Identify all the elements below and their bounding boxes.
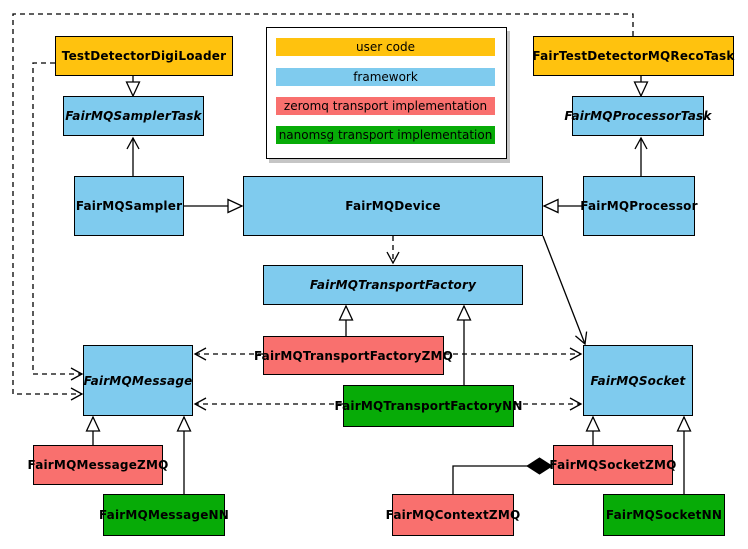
class-label: FairMQTransportFactory [309, 278, 477, 292]
class-label: FairTestDetectorMQRecoTask [532, 49, 735, 63]
class-fair-mq-transport-factory-nn: FairMQTransportFactoryNN [334, 385, 522, 427]
class-fair-mq-socket: FairMQSocket [583, 345, 693, 416]
class-fair-mq-sampler: FairMQSampler [74, 176, 184, 236]
class-fair-mq-socket-nn: FairMQSocketNN [603, 494, 725, 536]
class-label: FairMQTransportFactoryZMQ [253, 348, 454, 363]
legend-item-framework: framework [276, 68, 495, 86]
class-label: FairMQSampler [75, 199, 183, 213]
class-fair-test-detector-mq-reco-task: FairTestDetectorMQRecoTask [532, 36, 735, 76]
legend: user code framework zeromq transport imp… [266, 27, 507, 159]
class-label: FairMQProcessor [580, 199, 698, 213]
legend-label: zeromq transport implementation [283, 99, 488, 113]
class-fair-mq-context-zmq: FairMQContextZMQ [386, 494, 520, 536]
class-label: FairMQMessageZMQ [27, 458, 169, 472]
class-label: FairMQProcessorTask [564, 109, 712, 123]
class-label: FairMQTransportFactoryNN [334, 399, 523, 413]
class-fair-mq-transport-factory: FairMQTransportFactory [263, 265, 523, 305]
class-fair-mq-processor-task: FairMQProcessorTask [564, 96, 711, 136]
class-label: FairMQSocket [590, 373, 686, 388]
class-label: FairMQSocketNN [605, 508, 723, 522]
class-test-detector-digi-loader: TestDetectorDigiLoader [55, 36, 233, 76]
class-label: FairMQDevice [345, 199, 441, 213]
legend-item-zeromq: zeromq transport implementation [276, 97, 495, 115]
class-fair-mq-socket-zmq: FairMQSocketZMQ [549, 445, 676, 485]
class-label: TestDetectorDigiLoader [61, 49, 227, 63]
legend-label: nanomsg transport implementation [278, 128, 493, 142]
class-label: FairMQMessageNN [98, 508, 230, 522]
class-fair-mq-message: FairMQMessage [83, 345, 193, 416]
class-label: FairMQContextZMQ [385, 508, 521, 522]
edge-dependency-digiloader-message [32, 62, 84, 381]
legend-item-nanomsg: nanomsg transport implementation [276, 126, 495, 144]
class-label: FairMQSamplerTask [65, 109, 202, 123]
legend-label: user code [356, 40, 415, 54]
legend-label: framework [353, 70, 418, 84]
edge-dependency-recotask-message [12, 13, 634, 401]
class-label: FairMQMessage [83, 373, 193, 388]
class-fair-mq-device: FairMQDevice [243, 176, 543, 236]
class-fair-mq-transport-factory-zmq: FairMQTransportFactoryZMQ [254, 336, 453, 375]
edge-association-device-socket [542, 235, 588, 346]
class-fair-mq-processor: FairMQProcessor [580, 176, 698, 236]
class-fair-mq-message-zmq: FairMQMessageZMQ [28, 445, 168, 485]
edge-composition-contextzmq-socketzmq [452, 457, 553, 494]
legend-item-user-code: user code [276, 38, 495, 56]
class-fair-mq-sampler-task: FairMQSamplerTask [63, 96, 204, 136]
class-fair-mq-message-nn: FairMQMessageNN [99, 494, 229, 536]
class-label: FairMQSocketZMQ [549, 458, 677, 472]
